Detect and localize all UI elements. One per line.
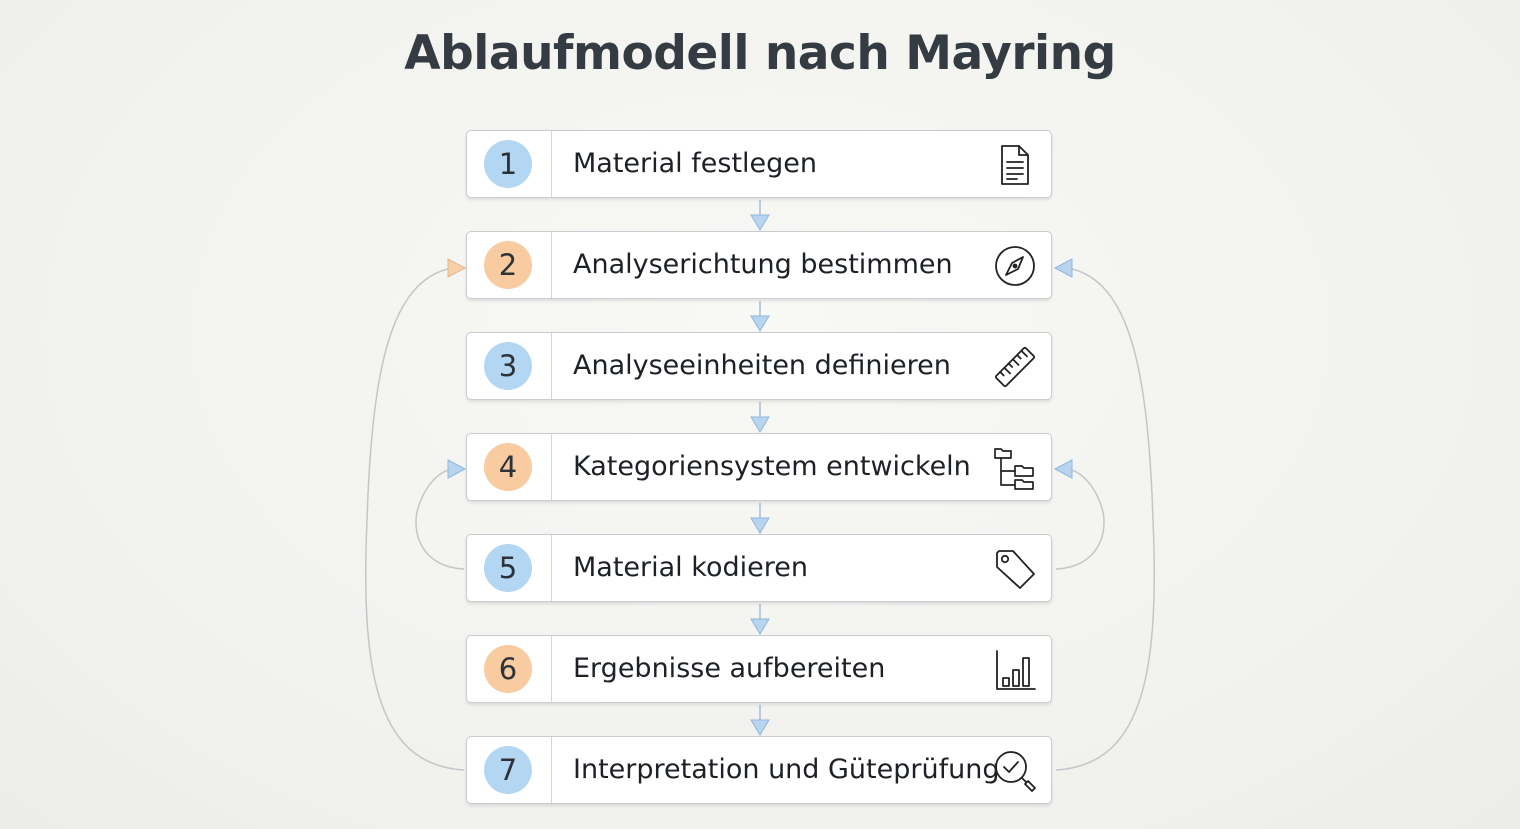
arrowhead-right-outer: [1053, 258, 1073, 278]
folder-tree-icon: [993, 446, 1037, 490]
feedback-loop-left-outer: [364, 267, 465, 771]
step-number-cell: 3: [467, 333, 552, 399]
step-label: Analyseeinheiten definieren: [573, 350, 951, 381]
arrowhead-left-inner: [447, 459, 467, 479]
feedback-loop-right-inner: [1055, 468, 1105, 570]
step-number-cell: 5: [467, 535, 552, 601]
step-number-cell: 1: [467, 131, 552, 197]
step-6: 6 Ergebnisse aufbereiten: [466, 635, 1052, 703]
step-number-badge: 5: [484, 544, 532, 592]
step-4: 4 Kategoriensystem entwickeln: [466, 433, 1052, 501]
step-label: Kategoriensystem entwickeln: [573, 451, 971, 482]
step-1: 1 Material festlegen: [466, 130, 1052, 198]
down-arrowhead: [750, 517, 770, 534]
feedback-loops: [364, 267, 1156, 771]
down-arrowhead: [750, 214, 770, 231]
step-number-badge: 2: [484, 241, 532, 289]
step-number-badge: 6: [484, 645, 532, 693]
diagram-title: Ablaufmodell nach Mayring: [404, 26, 1116, 81]
document-icon: [993, 143, 1037, 187]
down-arrowhead: [750, 315, 770, 332]
down-arrowhead: [750, 719, 770, 736]
step-number-badge: 4: [484, 443, 532, 491]
step-number-cell: 6: [467, 636, 552, 702]
bar-chart-icon: [993, 648, 1037, 692]
step-2: 2 Analyserichtung bestimmen: [466, 231, 1052, 299]
step-number-badge: 3: [484, 342, 532, 390]
feedback-loop-left-inner: [415, 468, 465, 570]
step-label: Analyserichtung bestimmen: [573, 249, 953, 280]
step-number-cell: 2: [467, 232, 552, 298]
down-arrowhead: [750, 416, 770, 433]
step-number-cell: 7: [467, 737, 552, 803]
step-label: Material kodieren: [573, 552, 808, 583]
step-7: 7 Interpretation und Güteprüfung: [466, 736, 1052, 804]
step-number-badge: 1: [484, 140, 532, 188]
step-number-badge: 7: [484, 746, 532, 794]
step-number-cell: 4: [467, 434, 552, 500]
compass-icon: [993, 244, 1037, 288]
step-5: 5 Material kodieren: [466, 534, 1052, 602]
step-label: Ergebnisse aufbereiten: [573, 653, 886, 684]
down-arrows: [750, 200, 770, 736]
arrowhead-left-outer: [447, 258, 467, 278]
step-label: Material festlegen: [573, 148, 818, 179]
step-3: 3 Analyseeinheiten definieren: [466, 332, 1052, 400]
feedback-loop-right-outer: [1055, 267, 1156, 771]
step-label: Interpretation und Güteprüfung: [573, 754, 1000, 785]
tag-icon: [993, 547, 1037, 591]
arrowhead-right-inner: [1053, 459, 1073, 479]
down-arrowhead: [750, 618, 770, 635]
magnifier-check-icon: [993, 749, 1037, 793]
ruler-icon: [993, 345, 1037, 389]
